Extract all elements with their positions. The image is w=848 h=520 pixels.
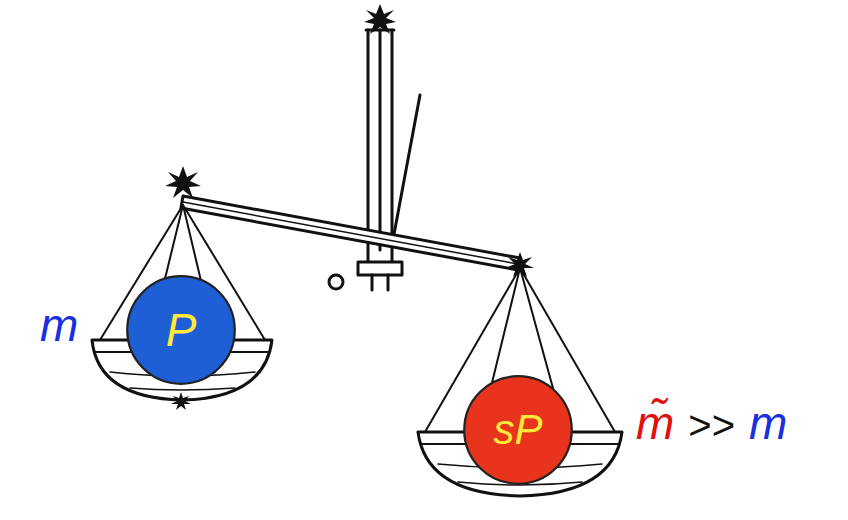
mass-label: m (749, 398, 787, 449)
particle-label: sP (493, 406, 542, 454)
mass-label: >> (688, 403, 735, 447)
particle-circle: P (125, 274, 237, 386)
mass-label: m̃ (636, 398, 674, 449)
mass-label: m (40, 299, 78, 351)
particle-label: P (166, 303, 197, 357)
label-group: m (40, 300, 78, 351)
particle-circle: sP (462, 374, 574, 486)
label-group: m̃ >> m (636, 398, 787, 449)
